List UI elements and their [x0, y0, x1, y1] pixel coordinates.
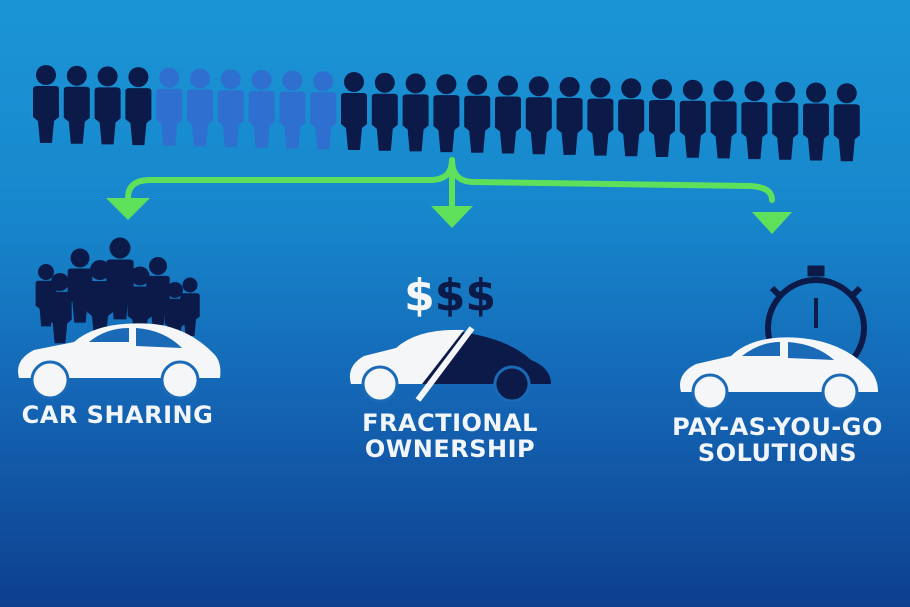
option-label-fractional-ownership: FRACTIONAL OWNERSHIP: [340, 410, 560, 462]
person-icon: [341, 72, 367, 150]
person-icon: [525, 76, 552, 155]
person-icon: [106, 237, 134, 320]
person-icon: [48, 273, 72, 344]
person-icon: [402, 73, 429, 152]
person-icon: [833, 83, 860, 162]
label-line: SOLUTIONS: [697, 439, 858, 467]
branch-arrows: [125, 157, 775, 211]
person-icon: [217, 69, 244, 148]
person-icon: [741, 81, 768, 160]
car-icon: [18, 323, 221, 400]
person-icon: [618, 78, 645, 157]
label-line: OWNERSHIP: [364, 435, 536, 463]
person-icon: [710, 80, 737, 159]
person-icon: [33, 65, 59, 143]
option-label-pay-as-you-go: PAY-AS-YOU-GO SOLUTIONS: [650, 414, 905, 466]
person-icon: [94, 66, 121, 145]
arrowheads: [106, 198, 792, 234]
person-icon: [63, 65, 90, 144]
person-icon: [125, 67, 152, 146]
person-icon: [495, 75, 521, 154]
person-icon: [679, 79, 706, 158]
person-icon: [67, 248, 93, 323]
person-icon: [187, 68, 213, 147]
person-icon: [310, 71, 337, 150]
person-icon: [556, 76, 583, 155]
car-icon: [680, 337, 878, 411]
arrow-left: [125, 157, 455, 201]
person-icon: [371, 72, 398, 151]
person-icon: [649, 79, 675, 157]
person-icon: [587, 77, 614, 156]
label-line: FRACTIONAL: [362, 409, 538, 437]
person-icon: [772, 81, 799, 160]
car-split-icon: [349, 326, 551, 403]
dollar-signs-icon: $$$: [404, 270, 496, 321]
label-line: CAR SHARING: [21, 401, 214, 429]
arrowhead-icon: [106, 198, 150, 220]
label-line: PAY-AS-YOU-GO: [672, 413, 883, 441]
arrowhead-icon: [431, 206, 473, 228]
person-icon: [433, 74, 460, 153]
arrowhead-icon: [752, 212, 792, 234]
option-label-car-sharing: CAR SHARING: [0, 402, 235, 428]
person-icon: [279, 70, 306, 149]
person-icon: [803, 82, 829, 161]
person-icon: [156, 67, 183, 146]
crowd-row: [33, 65, 860, 162]
person-icon: [87, 260, 113, 338]
arrow-right: [449, 157, 775, 203]
person-icon: [464, 74, 491, 153]
person-icon: [248, 69, 275, 148]
